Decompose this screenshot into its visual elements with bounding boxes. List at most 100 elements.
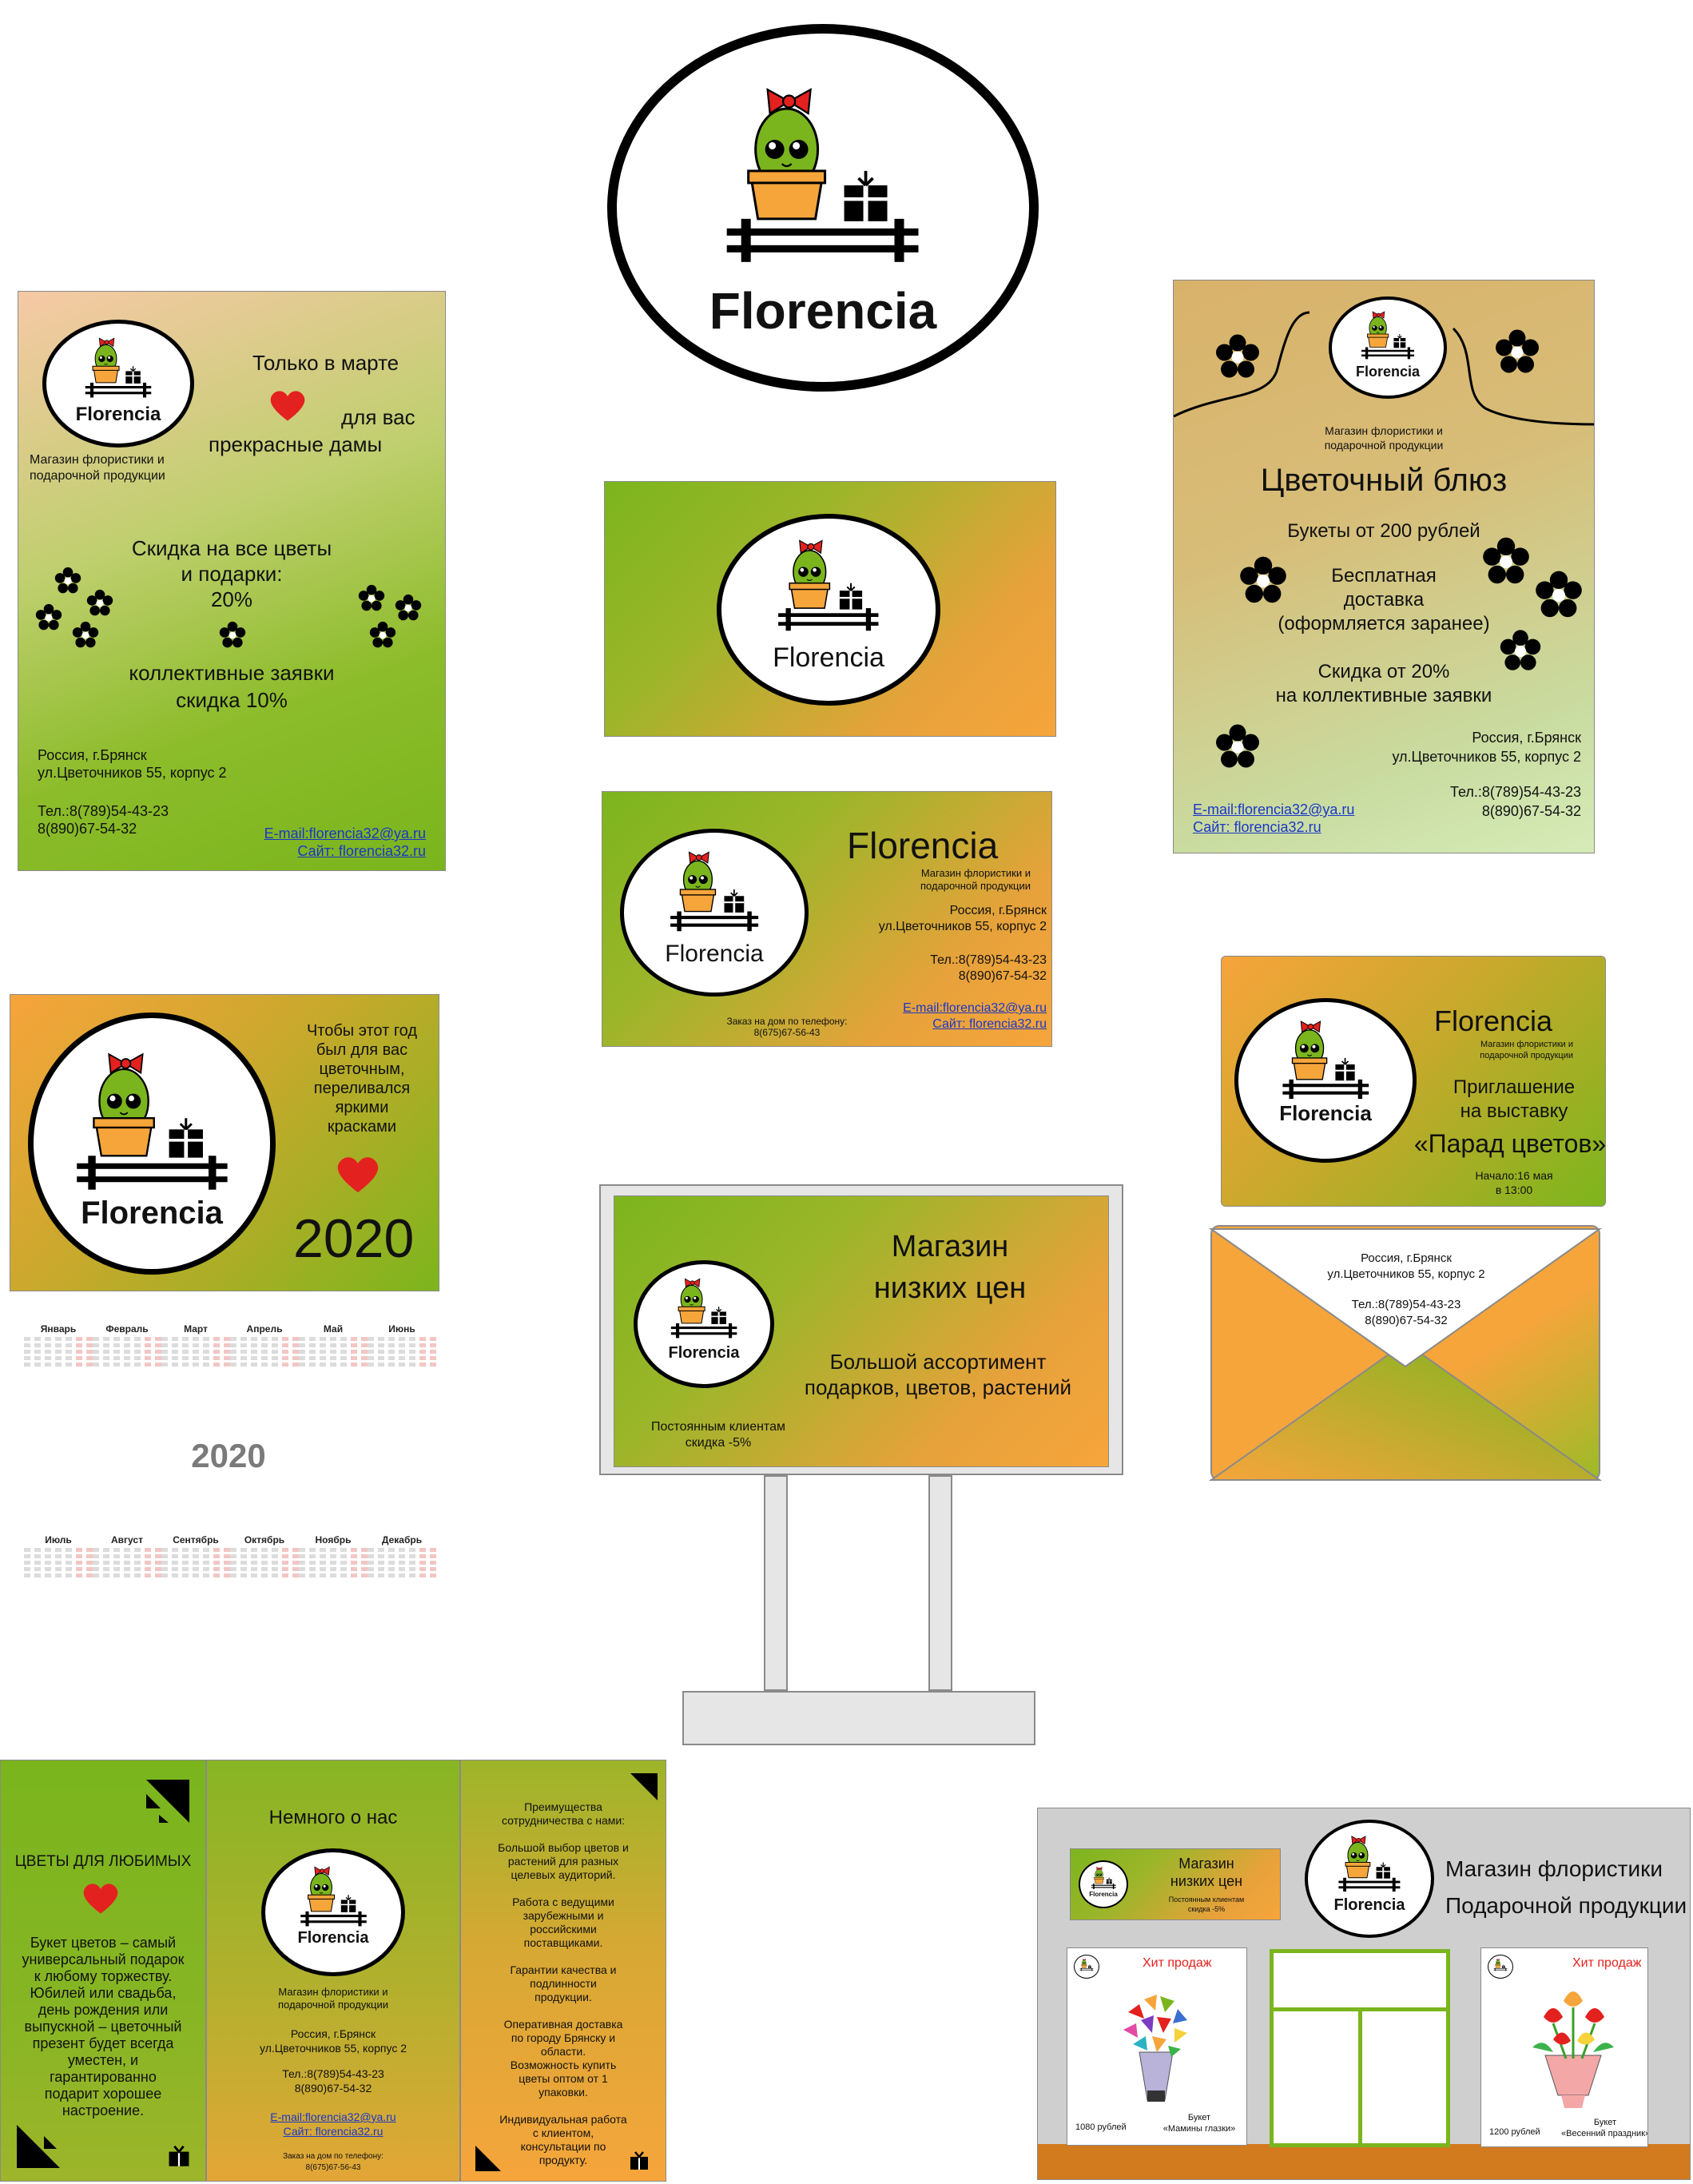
flower-icon: [1480, 536, 1532, 587]
tagline-1: Магазин флористики и: [30, 453, 165, 467]
poster-price: 1200 рублей: [1489, 2127, 1540, 2137]
main-logo: Florencia: [607, 24, 1039, 392]
envelope-address-1: Россия, г.Брянск: [1361, 1251, 1452, 1265]
address-1: Россия, г.Брянск: [290, 2027, 376, 2040]
cactus-icon: [651, 845, 777, 933]
heart-icon: [268, 388, 308, 423]
mini-title-1: Магазин: [1178, 1856, 1234, 1872]
flower-icon: [71, 621, 100, 650]
month-name: Январь: [40, 1323, 77, 1335]
poster-name-2: «Мамины глазки»: [1162, 2124, 1236, 2134]
cover-line-2: был для вас: [316, 1041, 408, 1059]
text-line: настроение.: [62, 2102, 145, 2118]
logo-card-logo: Florencia: [717, 514, 940, 706]
text-line: продукции.: [535, 1991, 592, 2003]
month-name: Сентябрь: [173, 1534, 219, 1546]
cactus-icon: [658, 1274, 750, 1340]
email-link[interactable]: E-mail:florencia32@ya.ru: [264, 825, 426, 841]
site-link[interactable]: Сайт: florencia32.ru: [297, 843, 426, 859]
billboard-base: [682, 1691, 1035, 1745]
mini-promo-1: Постоянным клиентам: [1168, 1896, 1245, 1904]
text-line: Гарантии качества и: [510, 1963, 617, 1976]
cactus-icon: [58, 1043, 247, 1193]
text-line: Оперативная доставка: [503, 2018, 623, 2031]
billboard: Florencia Магазин низких цен Большой асс…: [614, 1195, 1109, 1467]
site-link[interactable]: Сайт: florencia32.ru: [1193, 819, 1321, 835]
calendar-month: Октябрь: [229, 1534, 300, 1578]
flower-icon: [1214, 333, 1262, 381]
billboard-leg-left: [764, 1475, 788, 1691]
poster-title: Цветочный блюз: [1260, 463, 1508, 498]
envelope-address-2: ул.Цветочников 55, корпус 2: [1327, 1267, 1485, 1281]
brand-name: Florencia: [81, 1195, 223, 1231]
storefront-door[interactable]: [1270, 1949, 1450, 2147]
billboard-promo-2: скидка -5%: [685, 1436, 752, 1450]
poster-march: Florencia Магазин флористики и подарочно…: [18, 291, 446, 871]
flower-icon: [1238, 555, 1289, 607]
flower-icon: [368, 621, 397, 650]
envelope: [1208, 1225, 1603, 1481]
storefront-sign-2: Подарочной продукции: [1445, 1893, 1687, 1918]
storefront-logo: Florencia: [1305, 1820, 1434, 1938]
poster-mini-logo: [1074, 1955, 1099, 1979]
storefront: Florencia Магазин низких цен Постоянным …: [1037, 1808, 1691, 2180]
text-line: [461, 2099, 666, 2113]
cover-year: 2020: [293, 1208, 415, 1269]
site-link[interactable]: Сайт: florencia32.ru: [932, 1017, 1047, 1031]
phone-1: Тел.:8(789)54-43-23: [930, 953, 1047, 967]
address-1: Россия, г.Брянск: [1472, 730, 1581, 746]
poster-price: 1080 рублей: [1075, 2122, 1127, 2132]
booklet-p2-title: Немного о нас: [268, 1807, 398, 1828]
text-line: целевых аудиторий.: [511, 1868, 616, 1881]
text-line: [461, 1950, 666, 1963]
site-link[interactable]: Сайт: florencia32.ru: [283, 2125, 384, 2138]
poster-blues: Florencia Магазин флористики и подарочно…: [1173, 280, 1595, 853]
text-line: [461, 2004, 666, 2018]
poster-blues-logo: Florencia: [1329, 296, 1447, 399]
tagline-2: подарочной продукции: [278, 1999, 388, 2011]
address-1: Россия, г.Брянск: [949, 904, 1047, 917]
month-days: [91, 1336, 163, 1367]
cactus-icon: [1326, 1832, 1413, 1893]
month-name: Июль: [45, 1534, 72, 1546]
calendar-year: 2020: [191, 1437, 266, 1474]
text-line: поставщиками.: [523, 1936, 603, 1949]
month-days: [229, 1547, 300, 1578]
heart-icon: [81, 1880, 121, 1915]
business-card-title: Florencia: [847, 825, 999, 866]
bouquet-icon: [1123, 1995, 1187, 2102]
text-line: универсальный подарок: [22, 1951, 185, 1967]
text-line: упаковки.: [539, 2086, 588, 2098]
billboard-logo: Florencia: [634, 1260, 774, 1388]
month-name: Март: [184, 1323, 208, 1335]
flower-icon: [34, 603, 63, 632]
email-link[interactable]: E-mail:florencia32@ya.ru: [903, 1001, 1047, 1015]
email-link[interactable]: E-mail:florencia32@ya.ru: [1193, 802, 1355, 818]
month-name: Апрель: [246, 1323, 283, 1335]
flower-icon: [1533, 570, 1584, 621]
flower-icon: [357, 584, 386, 613]
discount-1: Скидка на все цветы: [131, 536, 332, 560]
address-2: ул.Цветочников 55, корпус 2: [878, 920, 1047, 933]
tagline-2: подарочной продукции: [920, 880, 1031, 892]
cover-line-5: яркими: [335, 1099, 389, 1116]
month-days: [297, 1547, 369, 1578]
discount-2: и подарки:: [181, 562, 283, 586]
flower-icon: [1214, 723, 1262, 771]
text-line: российскими: [530, 1923, 597, 1935]
invitation-start-2: в 13:00: [1495, 1183, 1533, 1196]
invitation: Florencia Florencia Магазин флористики и…: [1221, 956, 1606, 1207]
email-link[interactable]: E-mail:florencia32@ya.ru: [270, 2110, 396, 2123]
line-5: Скидка от 20%: [1317, 661, 1450, 682]
line-3: доставка: [1343, 589, 1425, 611]
sale-poster-2: Хит продаж 1200 рублей Букет «Весенний п…: [1480, 1947, 1648, 2147]
text-line: продукту.: [539, 2154, 588, 2166]
tagline-2: подарочной продукции: [30, 469, 165, 483]
text-line: день рождения или: [38, 2002, 169, 2018]
phone-2: 8(890)67-54-32: [958, 969, 1047, 983]
poster-name-1: Букет: [1593, 2118, 1617, 2127]
phone-2: 8(890)67-54-32: [1481, 803, 1581, 819]
poster-mini-logo: [1488, 1955, 1513, 1979]
month-days: [297, 1336, 369, 1367]
